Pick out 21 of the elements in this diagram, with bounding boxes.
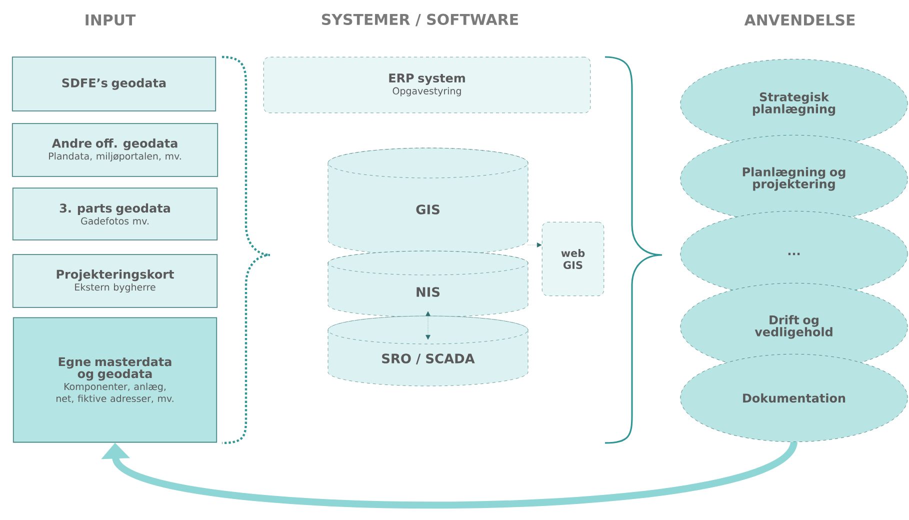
data-box: 3. parts geodata Gadefotos mv. xyxy=(12,188,218,240)
data-box: Egne masterdata og geodata Komponenter, anlæg, net, fiktive adresser, mv. xyxy=(12,317,218,443)
database-cylinder: GIS xyxy=(328,148,528,256)
system-box: ERP system Opgavestyring xyxy=(263,56,591,114)
database-cylinder: NIS xyxy=(328,250,528,318)
database-cylinder: SRO / SCADA xyxy=(328,316,528,386)
node-label: Drift og vedligehold xyxy=(754,315,832,339)
column-heading: SYSTEMER / SOFTWARE xyxy=(322,14,518,26)
column-heading: INPUT xyxy=(86,14,136,26)
system-box: web GIS xyxy=(542,222,604,296)
node-label: ... xyxy=(788,252,800,256)
data-box: SDFE’s geodata xyxy=(12,56,216,112)
arrow xyxy=(101,440,797,509)
column-heading: ANVENDELSE xyxy=(744,14,855,26)
node-label: Dokumentation xyxy=(743,393,846,403)
arrow xyxy=(426,311,430,340)
arrow xyxy=(528,242,542,248)
node-label: Planlægning og projektering xyxy=(742,167,846,191)
node-label: Strategisk planlægning xyxy=(752,92,836,116)
data-box: Projekteringskort Ekstern bygherre xyxy=(12,254,218,308)
data-box: Andre off. geodata Plandata, miljøportalen, mv. xyxy=(12,123,218,177)
